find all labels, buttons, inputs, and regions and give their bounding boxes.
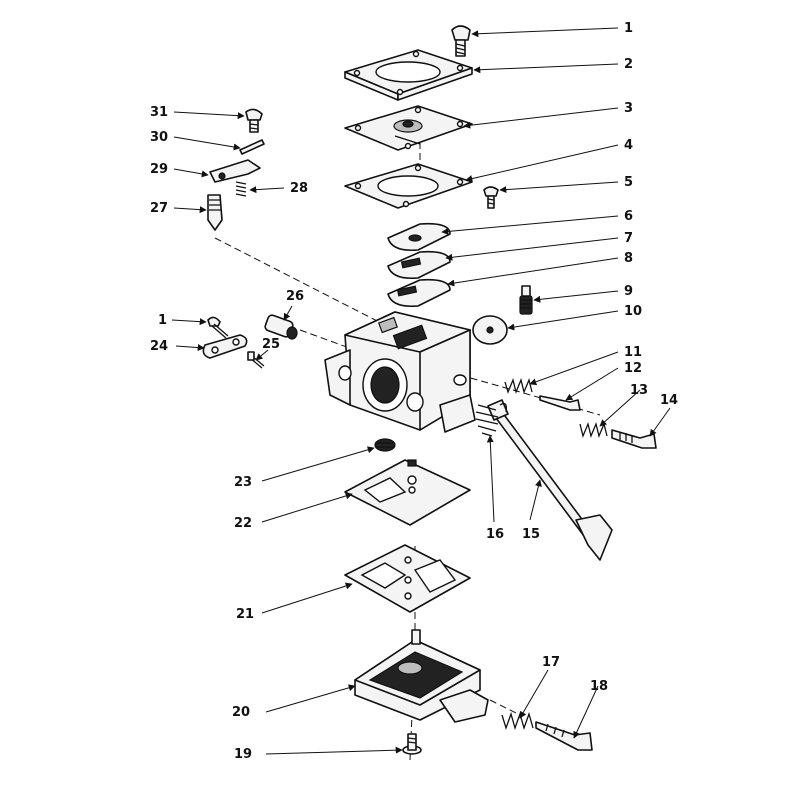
screw-19-part bbox=[402, 733, 422, 755]
needle-valve-27-part bbox=[207, 194, 223, 231]
callout-24: 24 bbox=[150, 339, 168, 354]
spring-13-part bbox=[579, 421, 608, 439]
plug-26-part bbox=[264, 314, 298, 340]
callout-12: 12 bbox=[624, 361, 642, 376]
pin-30-part bbox=[239, 139, 265, 155]
callout-8: 8 bbox=[624, 251, 633, 266]
callout-1-top: 1 bbox=[624, 21, 633, 36]
callout-10: 10 bbox=[624, 304, 642, 319]
callout-6: 6 bbox=[624, 209, 633, 224]
screw-small-part bbox=[483, 186, 499, 209]
spring-16-part bbox=[475, 402, 508, 437]
pin-25-part bbox=[247, 351, 265, 369]
callout-22: 22 bbox=[234, 516, 252, 531]
callout-17: 17 bbox=[542, 655, 560, 670]
callout-18: 18 bbox=[590, 679, 608, 694]
carburetor-body-part bbox=[324, 311, 476, 433]
callout-29: 29 bbox=[150, 162, 168, 177]
callout-15: 15 bbox=[522, 527, 540, 542]
metering-diaphragm-22-part bbox=[344, 459, 471, 526]
callout-27: 27 bbox=[150, 201, 168, 216]
metering-plate-7-part bbox=[387, 250, 451, 280]
callout-3: 3 bbox=[624, 101, 633, 116]
callout-26: 26 bbox=[286, 289, 304, 304]
callout-4: 4 bbox=[624, 138, 633, 153]
needle-18-part bbox=[535, 721, 593, 751]
metering-cover-20-part bbox=[354, 629, 489, 723]
spring-17-part bbox=[501, 711, 534, 731]
callout-7: 7 bbox=[624, 231, 633, 246]
callout-31: 31 bbox=[150, 105, 168, 120]
spring-28-part bbox=[235, 181, 247, 197]
callout-9: 9 bbox=[624, 284, 633, 299]
metering-plate-8-part bbox=[387, 278, 451, 308]
needle-14-part bbox=[611, 429, 657, 449]
gasket-21-part bbox=[344, 544, 471, 613]
callout-2: 2 bbox=[624, 57, 633, 72]
spring-11-part bbox=[504, 377, 533, 395]
fitting-9-part bbox=[519, 285, 533, 315]
disc-10-part bbox=[472, 315, 508, 345]
screen-23-part bbox=[374, 438, 396, 452]
lever-29-part bbox=[209, 159, 261, 183]
cover-plate-part bbox=[344, 49, 473, 101]
callout-20: 20 bbox=[232, 705, 250, 720]
needle-12-part bbox=[539, 395, 581, 411]
callout-30: 30 bbox=[150, 130, 168, 145]
callout-23: 23 bbox=[234, 475, 252, 490]
metering-plate-6-part bbox=[387, 222, 451, 252]
pump-diaphragm-part bbox=[344, 105, 473, 151]
throttle-shaft-15-part bbox=[487, 399, 613, 561]
plate-24-part bbox=[202, 334, 248, 359]
callout-11: 11 bbox=[624, 345, 642, 360]
callout-14: 14 bbox=[660, 393, 678, 408]
callout-28: 28 bbox=[290, 181, 308, 196]
callout-19: 19 bbox=[234, 747, 252, 762]
leader-lines bbox=[171, 27, 671, 755]
callout-1-left: 1 bbox=[158, 313, 167, 328]
callout-5: 5 bbox=[624, 175, 633, 190]
screw-1-left-part bbox=[207, 316, 229, 339]
screw-top-part bbox=[451, 25, 471, 57]
screw-31-part bbox=[245, 108, 263, 133]
pump-gasket-part bbox=[344, 163, 473, 209]
callout-16: 16 bbox=[486, 527, 504, 542]
callout-21: 21 bbox=[236, 607, 254, 622]
callout-13: 13 bbox=[630, 383, 648, 398]
callout-labels: 1 2 3 4 5 6 7 8 9 10 11 12 13 14 15 16 1… bbox=[150, 21, 678, 762]
callout-25: 25 bbox=[262, 337, 280, 352]
